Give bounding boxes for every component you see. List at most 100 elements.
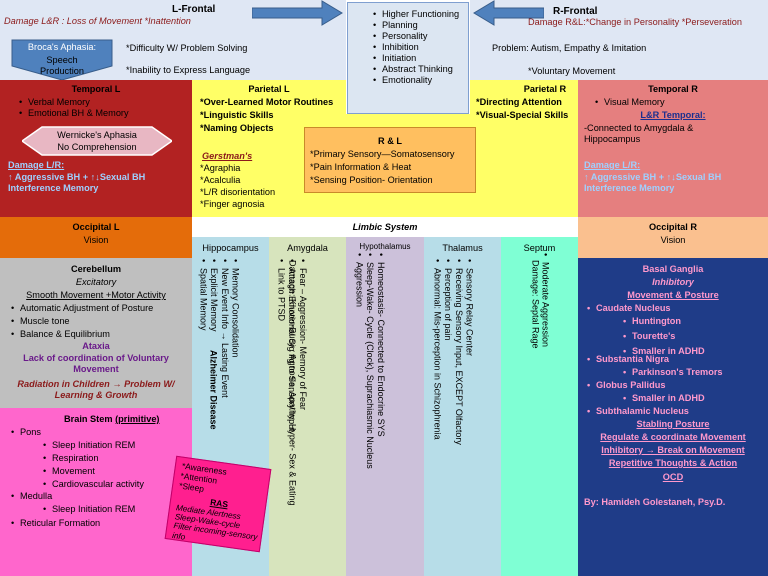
temporal-lr-title: L&R Temporal: [640,110,706,120]
parietal-rl-box [304,127,476,193]
basal-bottom-item: Regulate & coordinate Movement [600,432,746,442]
thalamus-title: Thalamus [442,243,483,253]
frontal-left-title: L-Frontal [172,4,216,15]
subthalamic-label: Subthalamic Nucleus [587,406,689,417]
cerebellum-headline: Smooth Movement +Motor Activity [26,290,166,300]
frontal-left-item-2: *Inability to Express Language [126,65,251,75]
brocas-text: Speech Production [40,55,84,76]
occipital-left-panel [0,217,192,258]
parietal-right-item: *Visual-Special Skills [476,110,569,120]
pallidus-item: Smaller in ADHD [623,393,705,404]
parietal-left-title: Parietal L [248,84,290,94]
temporal-left-list: Verbal Memory Emotional BH & Memory [19,97,129,119]
frontal-function-item: Abstract Thinking [373,64,464,75]
cerebellum-item: Automatic Adjustment of Posture [11,303,153,314]
frontal-function-item: Higher Functioning [373,9,464,20]
pons-item: Movement [43,466,144,477]
medulla-item: Sleep Initiation REM [43,504,135,515]
parietal-left-item: *Over-Learned Motor Routines [200,97,334,107]
cerebellum-title: Cerebellum [70,264,122,274]
nigra-label: Substantia Nigra [587,354,669,365]
parietal-rl-item: *Sensing Position- Orientation [310,175,433,185]
cerebellum-subtitle: Excitatory [75,277,117,287]
gerstmann-title: Gerstman's [202,151,253,161]
hippocampus-title: Hippocampus [202,243,259,253]
caudate-items: Huntington Tourette's Smaller in ADHD [623,316,705,357]
occipital-right-title: Occipital R [649,222,697,232]
reticular-label: Reticular Formation [11,518,100,529]
amygdala-item: Fear – Aggression- Memory of Fear [297,259,308,432]
temporal-right-damage-title: Damage L/R: [584,160,641,170]
occipital-left-title: Occipital L [72,222,120,232]
left-arrow-icon [252,0,343,26]
amygdala-title: Amygdala [287,243,328,253]
gerstmann-item: *Agraphia [200,163,241,173]
gerstmann-item: *Finger agnosia [200,199,265,209]
pons-items: Sleep Initiation REM Respiration Movemen… [43,440,144,490]
temporal-left-damage-title: Damage L/R: [8,160,65,170]
frontal-function-item: Planning [373,20,464,31]
temporal-right-list: Visual Memory [595,97,665,108]
hippocampus-item: New Event Info → Lasting Event [219,259,230,458]
basal-ganglia-title: Basal Ganglia [642,264,704,274]
parietal-rl-item: *Pain Information & Heat [310,162,412,172]
amygdala-item: Link to PTSD [276,259,287,432]
temporal-right-item: Visual Memory [595,97,665,108]
brainstem-medulla-list: Medulla [11,491,52,502]
septum-note: Damage: Septal Rage [530,260,541,349]
basal-ganglia-subtitle: Inhibitory [652,277,694,287]
thalamus-text: Sensory Relay Center Receiving Sensory I… [432,259,475,445]
septum-text: Moderate Aggression [540,253,551,347]
brocas-title: Broca's Aphasia: [27,42,97,52]
gerstmann-item: *L/R disorientation [200,187,276,197]
septum-title: Septum [523,243,556,253]
limbic-title: Limbic System [352,222,418,232]
frontal-left-damage: Damage L&R : Loss of Movement *Inattenti… [4,16,191,26]
frontal-left-item-1: *Difficulty W/ Problem Solving [126,43,248,53]
thalamus-item: Receiving Sensory Input, EXCEPT Olfactor… [453,259,464,445]
pallidus-label: Globus Pallidus [587,380,665,391]
thalamus-item: Perception of pain [443,259,454,445]
frontal-right-title: R-Frontal [553,6,598,17]
subthalamic-list: Subthalamic Nucleus [587,406,689,417]
nigra-items: Parkinson's Tremors [623,367,722,378]
temporal-left-item: Emotional BH & Memory [19,108,129,119]
cerebellum-item: Balance & Equilibrium [11,329,153,340]
basal-bottom-item: Inhibitory → Break on Movement [601,445,745,455]
frontal-right-damage: Damage R&L:*Change in Personality *Perse… [528,17,742,27]
brocas-pentagon [11,39,113,81]
pallidus-items: Smaller in ADHD [623,393,705,404]
occipital-left-text: Vision [83,235,109,245]
temporal-right-damage-text: ↑ Aggressive BH + ↑↓Sexual BH Interferen… [584,172,722,193]
frontal-function-item: Initiation [373,53,464,64]
gerstmann-item: *Acalculia [200,175,241,185]
right-arrow-icon [473,0,544,26]
amygdala-text: Fear – Aggression- Memory of Fear Attach… [276,259,308,432]
hippocampus-item: Explicit Memory [209,259,220,458]
temporal-left-item: Verbal Memory [19,97,129,108]
parietal-right-panel [470,80,578,217]
amygdala-note: Damage: Kluver-Bucy : Agnosia, Apathy, H… [287,260,298,506]
medulla-label: Medulla [11,491,52,502]
frontal-right-voluntary: *Voluntary Movement [528,66,616,76]
radiation-text: Radiation in Children → Problem W/ Learn… [17,379,175,400]
ras-item: *Sleep [178,480,205,494]
hippocampus-text: Memory Consolidation New Event Info → La… [198,259,240,458]
caudate-label: Caudate Nucleus [587,303,670,314]
pallidus-list: Globus Pallidus [587,380,665,391]
parietal-rl-item: *Primary Sensory—Somatosensory [310,149,455,159]
temporal-right-title: Temporal R [648,84,698,94]
occipital-right-text: Vision [660,235,686,245]
amygdala-item: Attach Emotional Sig fig to Sensory Inpu… [287,259,298,432]
thalamus-item: Abnormal: Mis-perception in Schizophreni… [432,259,443,445]
hippocampus-note: Alzheimer Disease [208,350,219,430]
limbic-header-panel [192,217,578,237]
hippocampus-item: Spatial Memory [198,259,209,458]
reticular-list: Reticular Formation [11,518,100,529]
wernicke-arrow-box [22,126,172,156]
parietal-left-item: *Linguistic Skills [200,110,274,120]
thalamus-item: Sensory Relay Center [464,259,475,445]
basal-bottom-item: OCD [662,472,684,482]
nigra-item: Parkinson's Tremors [623,367,722,378]
parietal-left-item: *Naming Objects [200,123,274,133]
